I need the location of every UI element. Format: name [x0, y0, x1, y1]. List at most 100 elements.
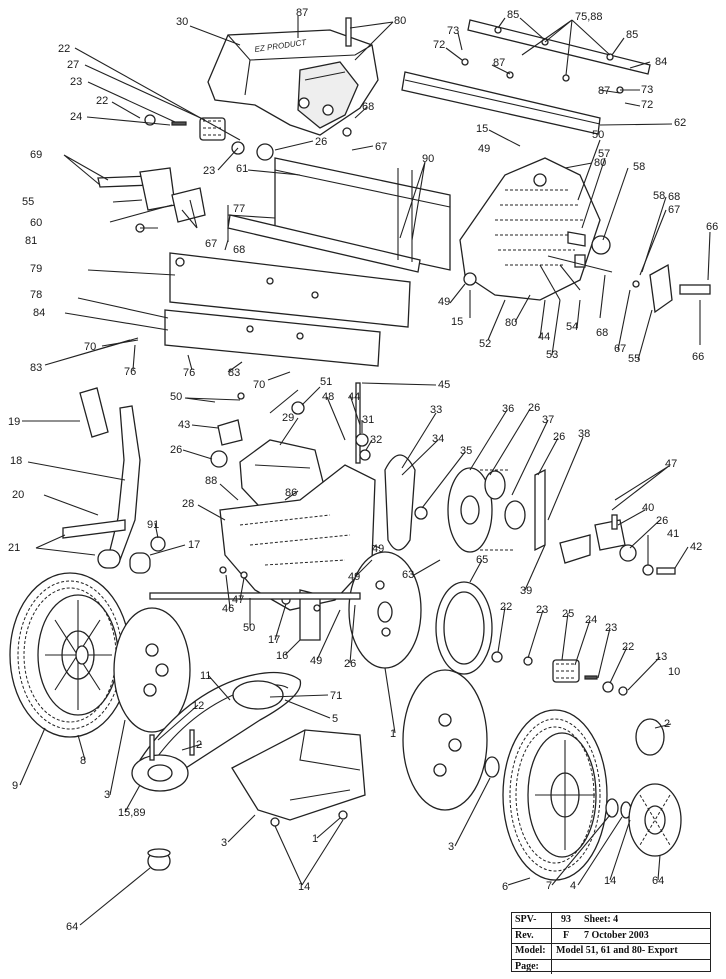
part-label: 26 — [528, 402, 540, 414]
part-label: 36 — [502, 403, 514, 415]
part-label: 50 — [243, 622, 255, 634]
part-label: 58 — [653, 190, 665, 202]
part-label: 6 — [502, 881, 508, 893]
part-label: 83 — [30, 362, 42, 374]
sheet-value: Sheet: 4 — [584, 914, 619, 925]
title-row-spv: SPV- 93 Sheet: 4 — [512, 913, 710, 929]
part-label: 64 — [652, 875, 664, 887]
part-label: 5 — [332, 713, 338, 725]
part-label: 87 — [493, 57, 505, 69]
part-label: 23 — [536, 604, 548, 616]
part-label: 79 — [30, 263, 42, 275]
part-label: 22 — [500, 601, 512, 613]
part-label: 68 — [233, 244, 245, 256]
part-label: 39 — [520, 585, 532, 597]
model-value: Model 51, 61 and 80- Export — [556, 945, 678, 956]
part-label: 46 — [222, 603, 234, 615]
part-label: 22 — [58, 43, 70, 55]
part-label: 80 — [505, 317, 517, 329]
model-label: Model: — [512, 944, 552, 959]
part-label: 16 — [276, 650, 288, 662]
part-label: 80 — [594, 157, 606, 169]
part-label: 71 — [330, 690, 342, 702]
right-wheel — [502, 709, 682, 881]
rev-date: 7 October 2003 — [584, 929, 649, 941]
part-label: 55 — [22, 196, 34, 208]
part-label: 15 — [451, 316, 463, 328]
part-label: 49 — [310, 655, 322, 667]
part-label: 67 — [614, 343, 626, 355]
part-label: 66 — [706, 221, 718, 233]
spv-label: SPV- — [512, 913, 552, 928]
part-label: 27 — [67, 59, 79, 71]
part-label: 37 — [542, 414, 554, 426]
part-label: 26 — [344, 658, 356, 670]
rev-label: Rev. — [512, 928, 552, 943]
bedknife-plates — [164, 252, 411, 367]
top-rails — [401, 19, 651, 135]
part-label: 67 — [205, 238, 217, 250]
part-label: 49 — [348, 571, 360, 583]
part-label: 7 — [546, 880, 552, 892]
part-label: 32 — [370, 434, 382, 446]
part-label: 61 — [236, 163, 248, 175]
part-label: 75,88 — [575, 11, 603, 23]
frame-casting — [219, 464, 376, 641]
part-label: 10 — [668, 666, 680, 678]
part-label: 50 — [592, 129, 604, 141]
part-label: 53 — [546, 349, 558, 361]
part-label: 8 — [80, 755, 86, 767]
title-row-page: Page: — [512, 959, 710, 974]
pulleys-chain — [355, 433, 676, 576]
part-label: 1 — [390, 728, 396, 740]
spool — [147, 848, 171, 871]
part-label: 49 — [478, 143, 490, 155]
part-label: 48 — [322, 391, 334, 403]
part-label: 73 — [447, 25, 459, 37]
part-label: 47 — [232, 594, 244, 606]
part-label: 51 — [320, 376, 332, 388]
part-label: 15,89 — [118, 807, 146, 819]
part-label: 11 — [200, 670, 211, 682]
part-label: 84 — [33, 307, 45, 319]
part-label: 67 — [668, 204, 680, 216]
right-wheel-cover — [402, 669, 500, 811]
part-label: 45 — [438, 379, 450, 391]
part-label: 2 — [196, 739, 202, 751]
part-label: 15 — [476, 123, 488, 135]
part-label: 22 — [622, 641, 634, 653]
part-label: 3 — [104, 789, 110, 801]
part-label: 2 — [664, 718, 670, 730]
part-label: 68 — [668, 191, 680, 203]
part-label: 3 — [448, 841, 454, 853]
side-casting — [459, 157, 711, 314]
part-label: 73 — [641, 84, 653, 96]
part-label: 68 — [362, 101, 374, 113]
part-label: 49 — [372, 543, 384, 555]
part-label: 88 — [205, 475, 217, 487]
part-label: 3 — [221, 837, 227, 849]
part-label: 23 — [203, 165, 215, 177]
part-label: 57 — [598, 148, 610, 160]
part-label: 70 — [84, 341, 96, 353]
part-label: 26 — [170, 444, 182, 456]
part-label: 43 — [178, 419, 190, 431]
part-label: 80 — [394, 15, 406, 27]
part-label: 13 — [655, 651, 667, 663]
part-label: 87 — [598, 85, 610, 97]
part-label: 4 — [570, 880, 576, 892]
part-label: 87 — [296, 7, 308, 19]
part-label: 19 — [8, 416, 20, 428]
deck-channel — [227, 157, 451, 273]
leader-lines — [19, 16, 711, 926]
part-label: 18 — [10, 455, 22, 467]
part-label: 63 — [402, 569, 414, 581]
upper-left-parts — [97, 114, 352, 242]
part-label: 1 — [312, 833, 318, 845]
part-label: 69 — [30, 149, 42, 161]
left-wheel — [9, 572, 131, 738]
part-label: 23 — [70, 76, 82, 88]
part-label: 40 — [642, 502, 654, 514]
part-label: 76 — [124, 366, 136, 378]
